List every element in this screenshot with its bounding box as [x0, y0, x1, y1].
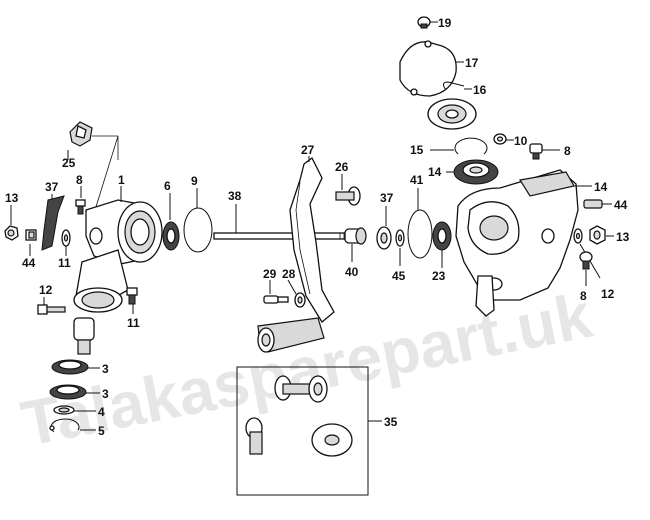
part-13-nut-right	[589, 225, 606, 245]
callout-16: 14	[428, 165, 442, 179]
callout-5: 5	[98, 424, 105, 438]
callout-6: 6	[164, 179, 171, 193]
callout-4: 4	[98, 405, 105, 419]
part-35-shaft	[245, 417, 263, 455]
part-46-washer	[395, 229, 405, 247]
part-37-shaft	[213, 232, 355, 240]
part-plate-disc	[427, 98, 477, 130]
part-25-clip	[69, 121, 93, 147]
part-41-spacer	[344, 227, 367, 245]
part-44-key	[583, 199, 603, 209]
callout-9: 9	[191, 174, 198, 188]
part-19-clip	[442, 81, 465, 91]
callout-13-left: 13	[5, 191, 19, 205]
part-14-washer-left	[61, 229, 71, 247]
callout-12: 12	[39, 283, 53, 297]
part-11-screw	[126, 287, 138, 305]
part-1-housing	[73, 199, 163, 313]
part-3-bearing-upper	[51, 359, 89, 375]
part-3-bearing-lower	[49, 384, 87, 400]
callout-41: 40	[345, 265, 359, 279]
callout-8-lower-right: 8	[580, 289, 587, 303]
callout-13-right: 13	[616, 230, 630, 244]
part-shaft-lower	[73, 317, 95, 355]
part-29-bolt	[263, 295, 289, 304]
part-38-nut	[376, 226, 392, 250]
callout-29: 29	[263, 267, 277, 281]
part-16-bearing	[453, 159, 499, 185]
callout-19: 16	[473, 83, 487, 97]
part-9-oring	[183, 207, 213, 253]
part-35-disc	[311, 423, 353, 457]
callout-26: 27	[301, 143, 315, 157]
part-8-screw-left	[75, 199, 86, 215]
part-14-washer-right	[573, 228, 583, 244]
part-10-washer	[493, 133, 507, 145]
part-36-lever	[41, 195, 65, 251]
part-6-bearing	[162, 221, 180, 251]
callout-8-left: 8	[76, 173, 83, 187]
part-12-bolt	[37, 304, 66, 315]
callout-20: 17	[465, 56, 479, 70]
part-8-screw-right	[529, 143, 543, 160]
callout-8-right-top: 8	[564, 144, 571, 158]
part-4-washer	[53, 405, 75, 415]
callout-14-right: 12	[601, 287, 615, 301]
part-23-bearing	[432, 221, 452, 251]
callout-40: 41	[410, 173, 424, 187]
part-45-screw	[25, 229, 37, 241]
callout-37: 38	[228, 189, 242, 203]
part-13-nut-left	[4, 225, 19, 241]
callout-45: 44	[22, 256, 36, 270]
callout-22: 19	[438, 16, 452, 30]
callout-3-upper: 3	[102, 362, 109, 376]
callout-17: 15	[410, 143, 424, 157]
callout-14-left: 11	[58, 256, 71, 270]
callout-27: 26	[335, 160, 349, 174]
part-26-bracket	[257, 157, 335, 353]
callout-3-lower: 3	[102, 387, 109, 401]
part-5-circlip	[49, 418, 80, 433]
part-27-bolt	[335, 186, 361, 206]
callout-35: 35	[384, 415, 398, 429]
part-8-screw-lower-right	[579, 251, 593, 270]
callout-10: 10	[514, 134, 528, 148]
callout-25: 25	[62, 156, 76, 170]
part-17-circlip	[454, 137, 488, 155]
callout-28: 28	[282, 267, 296, 281]
leader-28	[287, 279, 297, 295]
inset-box-35	[236, 366, 369, 496]
callout-44: 44	[614, 198, 628, 212]
callout-11: 11	[127, 316, 140, 330]
callout-15: 14	[594, 180, 608, 194]
part-28-washer	[294, 292, 306, 308]
callout-36: 37	[45, 180, 59, 194]
callout-23: 23	[432, 269, 446, 283]
part-15-gear-case	[455, 169, 579, 317]
callout-46: 45	[392, 269, 406, 283]
callout-38: 37	[380, 191, 394, 205]
callout-1: 1	[118, 173, 125, 187]
part-22-screw	[417, 16, 431, 29]
part-20-cover	[399, 40, 457, 97]
leader-25b	[94, 135, 119, 211]
part-40-oring	[407, 209, 433, 259]
part-35-gear	[274, 375, 328, 403]
